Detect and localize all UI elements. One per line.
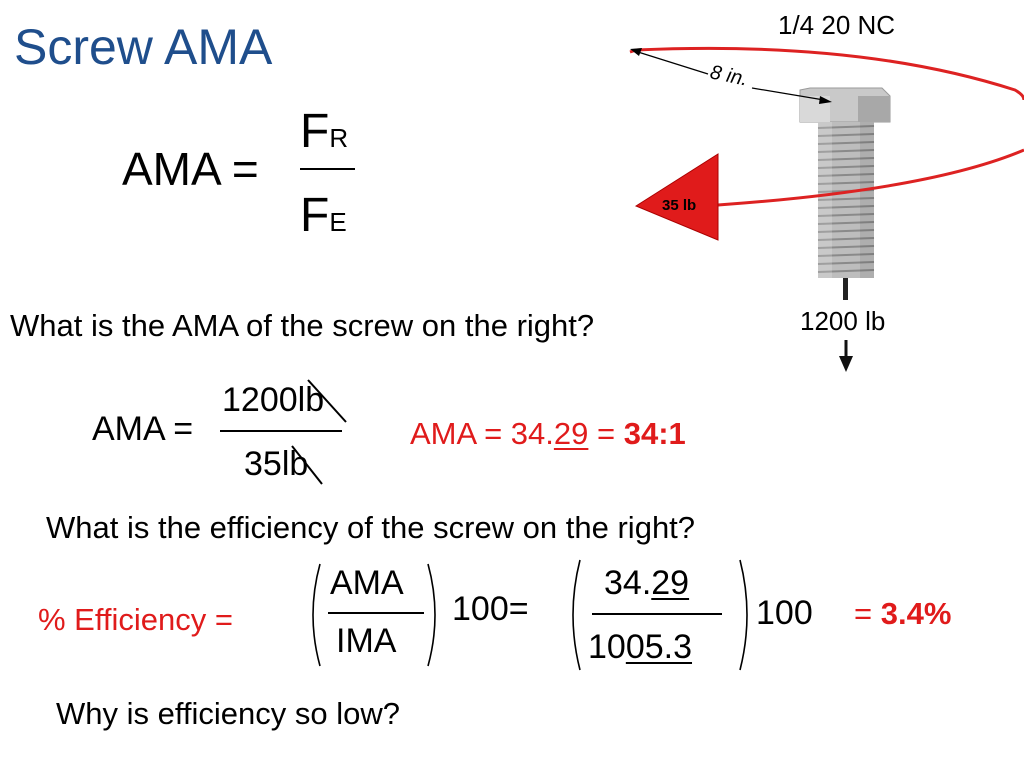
frac1-line: [328, 612, 424, 614]
q1-num-unit: lb: [297, 381, 325, 419]
q1-num-value: 1200: [222, 381, 298, 419]
paren-group-2: [572, 559, 748, 671]
frac2-line: [592, 613, 722, 615]
q1-answer-ratio: 34:1: [623, 416, 686, 451]
resistance-arrow-icon: [839, 340, 853, 372]
efficiency-lhs: % Efficiency =: [38, 602, 233, 637]
frac2-num-b: 29: [651, 564, 690, 602]
frac2-num-a: 34.: [604, 564, 652, 602]
question-ama: What is the AMA of the screw on the righ…: [10, 308, 595, 343]
formula-numerator: FR: [300, 108, 348, 156]
formula-den-main: F: [300, 189, 330, 242]
q1-den-value: 35: [244, 445, 282, 483]
q1-denominator: 35lb: [244, 447, 308, 481]
frac2-den-a: 10: [588, 628, 626, 666]
frac1-denominator: IMA: [336, 622, 397, 660]
formula-denominator: FE: [300, 192, 347, 240]
rotation-arc: [635, 46, 1024, 101]
formula-num-main: F: [300, 105, 330, 158]
mult2: 100: [756, 594, 813, 632]
frac1-numerator: AMA: [330, 564, 404, 602]
q1-answer: AMA = 34.29 = 34:1: [410, 418, 686, 449]
effort-arrow-icon: [634, 153, 719, 241]
screw-diagram: [629, 46, 1024, 372]
paren-group-1: [312, 563, 436, 667]
frac2-numerator: 34.29: [604, 566, 689, 600]
q1-numerator: 1200lb: [222, 383, 324, 417]
question-why-low: Why is efficiency so low?: [56, 696, 400, 731]
lever-length-arrow: [630, 48, 832, 104]
frac2-denominator: 1005.3: [588, 630, 692, 664]
q1-answer-repeating: 29: [553, 416, 589, 451]
formula-den-sub: E: [329, 207, 347, 237]
formula-lhs: AMA =: [122, 143, 259, 195]
efficiency-value: 3.4%: [880, 596, 952, 631]
efficiency-result: = 3.4%: [854, 598, 951, 629]
q1-answer-eq: =: [588, 416, 624, 451]
frac2-den-b: 05.3: [625, 628, 693, 666]
q1-lhs: AMA =: [92, 410, 194, 448]
formula-fraction-line: [300, 168, 355, 170]
q1-fraction-line: [220, 430, 342, 432]
thread-spec-label: 1/4 20 NC: [778, 10, 896, 40]
question-efficiency: What is the efficiency of the screw on t…: [46, 510, 696, 545]
rotation-arc-lower: [717, 148, 1024, 207]
q1-answer-prefix: AMA = 34.: [410, 416, 554, 451]
efficiency-eq: =: [854, 596, 873, 631]
mult1: 100=: [452, 590, 529, 628]
bolt-icon: [799, 87, 891, 300]
q1-den-unit: lb: [281, 445, 309, 483]
effort-force-label: 35 lb: [662, 197, 697, 214]
formula-num-sub: R: [329, 123, 349, 153]
resistance-force-label: 1200 lb: [800, 306, 886, 336]
page-title: Screw AMA: [14, 19, 273, 75]
